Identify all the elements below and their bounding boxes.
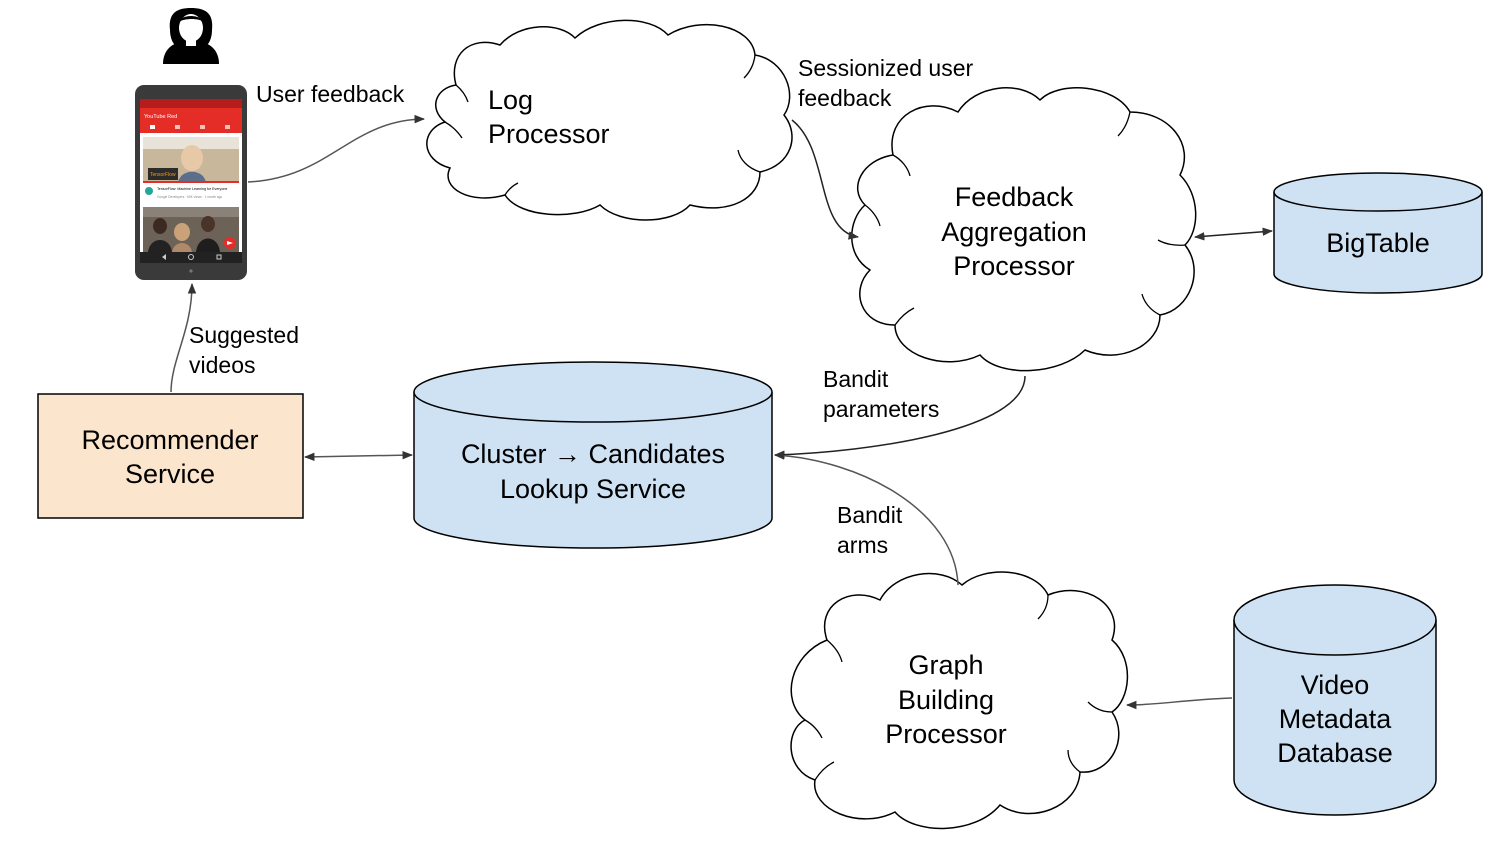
graph-building-label-line3: Processor	[885, 719, 1007, 749]
recommender-service-label-line1: Recommender	[81, 425, 258, 455]
video-metadata-label-line2: Metadata	[1279, 704, 1393, 734]
feedback-aggregation-label-line2: Aggregation	[941, 217, 1087, 247]
recommender-service-label-line2: Service	[125, 459, 215, 489]
edge-recommender-lookup	[303, 450, 414, 462]
nav-bar	[140, 252, 242, 263]
bigtable-node: BigTable	[1273, 172, 1483, 294]
user-avatar-icon	[163, 8, 219, 64]
suggested-videos-label-line1: Suggested	[189, 322, 299, 348]
bandit-arms-label-line2: arms	[837, 532, 888, 558]
video-metadata-label-line1: Video	[1301, 670, 1370, 700]
edge-bigtable-link	[1193, 227, 1274, 241]
edge-video-metadata	[1125, 697, 1233, 710]
app-tabs	[140, 122, 242, 133]
cluster-lookup-label-line2: Lookup Service	[500, 474, 686, 504]
edge-suggested-videos	[170, 282, 197, 393]
bandit-parameters-label-line2: parameters	[823, 396, 939, 422]
bigtable-label: BigTable	[1326, 228, 1430, 258]
status-bar	[140, 99, 242, 108]
feedback-aggregation-label-line1: Feedback	[955, 182, 1074, 212]
edge-bandit-arms	[773, 451, 959, 586]
sessionized-feedback-label-line1: Sessionized user	[798, 55, 973, 81]
user-feedback-label: User feedback	[256, 81, 405, 107]
sessionized-feedback-label-line2: feedback	[798, 85, 892, 111]
cluster-lookup-label-line1: Cluster → Candidates	[461, 439, 725, 469]
video-meta: Google Developers · 60K views · 1 month …	[157, 195, 222, 199]
log-processor-label-line2: Processor	[488, 119, 610, 149]
graph-building-label-line2: Building	[898, 685, 994, 715]
graph-building-label-line1: Graph	[908, 650, 983, 680]
bandit-parameters-label-line1: Bandit	[823, 366, 889, 392]
edge-bandit-parameters	[773, 375, 1026, 459]
video-metadata-label-line3: Database	[1277, 738, 1393, 768]
feedback-aggregation-label-line3: Processor	[953, 251, 1075, 281]
suggested-videos-label-line2: videos	[189, 352, 255, 378]
phone-icon: YouTube Red TensorFlow TensorFlow: Machi…	[135, 85, 247, 280]
edge-user-feedback	[247, 114, 426, 183]
thumbnail-caption: TensorFlow	[150, 172, 176, 178]
app-header	[140, 108, 242, 122]
edge-sessionized-feedback	[791, 119, 860, 240]
bandit-arms-label-line1: Bandit	[837, 502, 903, 528]
app-title: YouTube Red	[144, 114, 177, 120]
log-processor-label-line1: Log	[488, 85, 533, 115]
video-title: TensorFlow: Machine Learning for Everyon…	[157, 187, 227, 191]
